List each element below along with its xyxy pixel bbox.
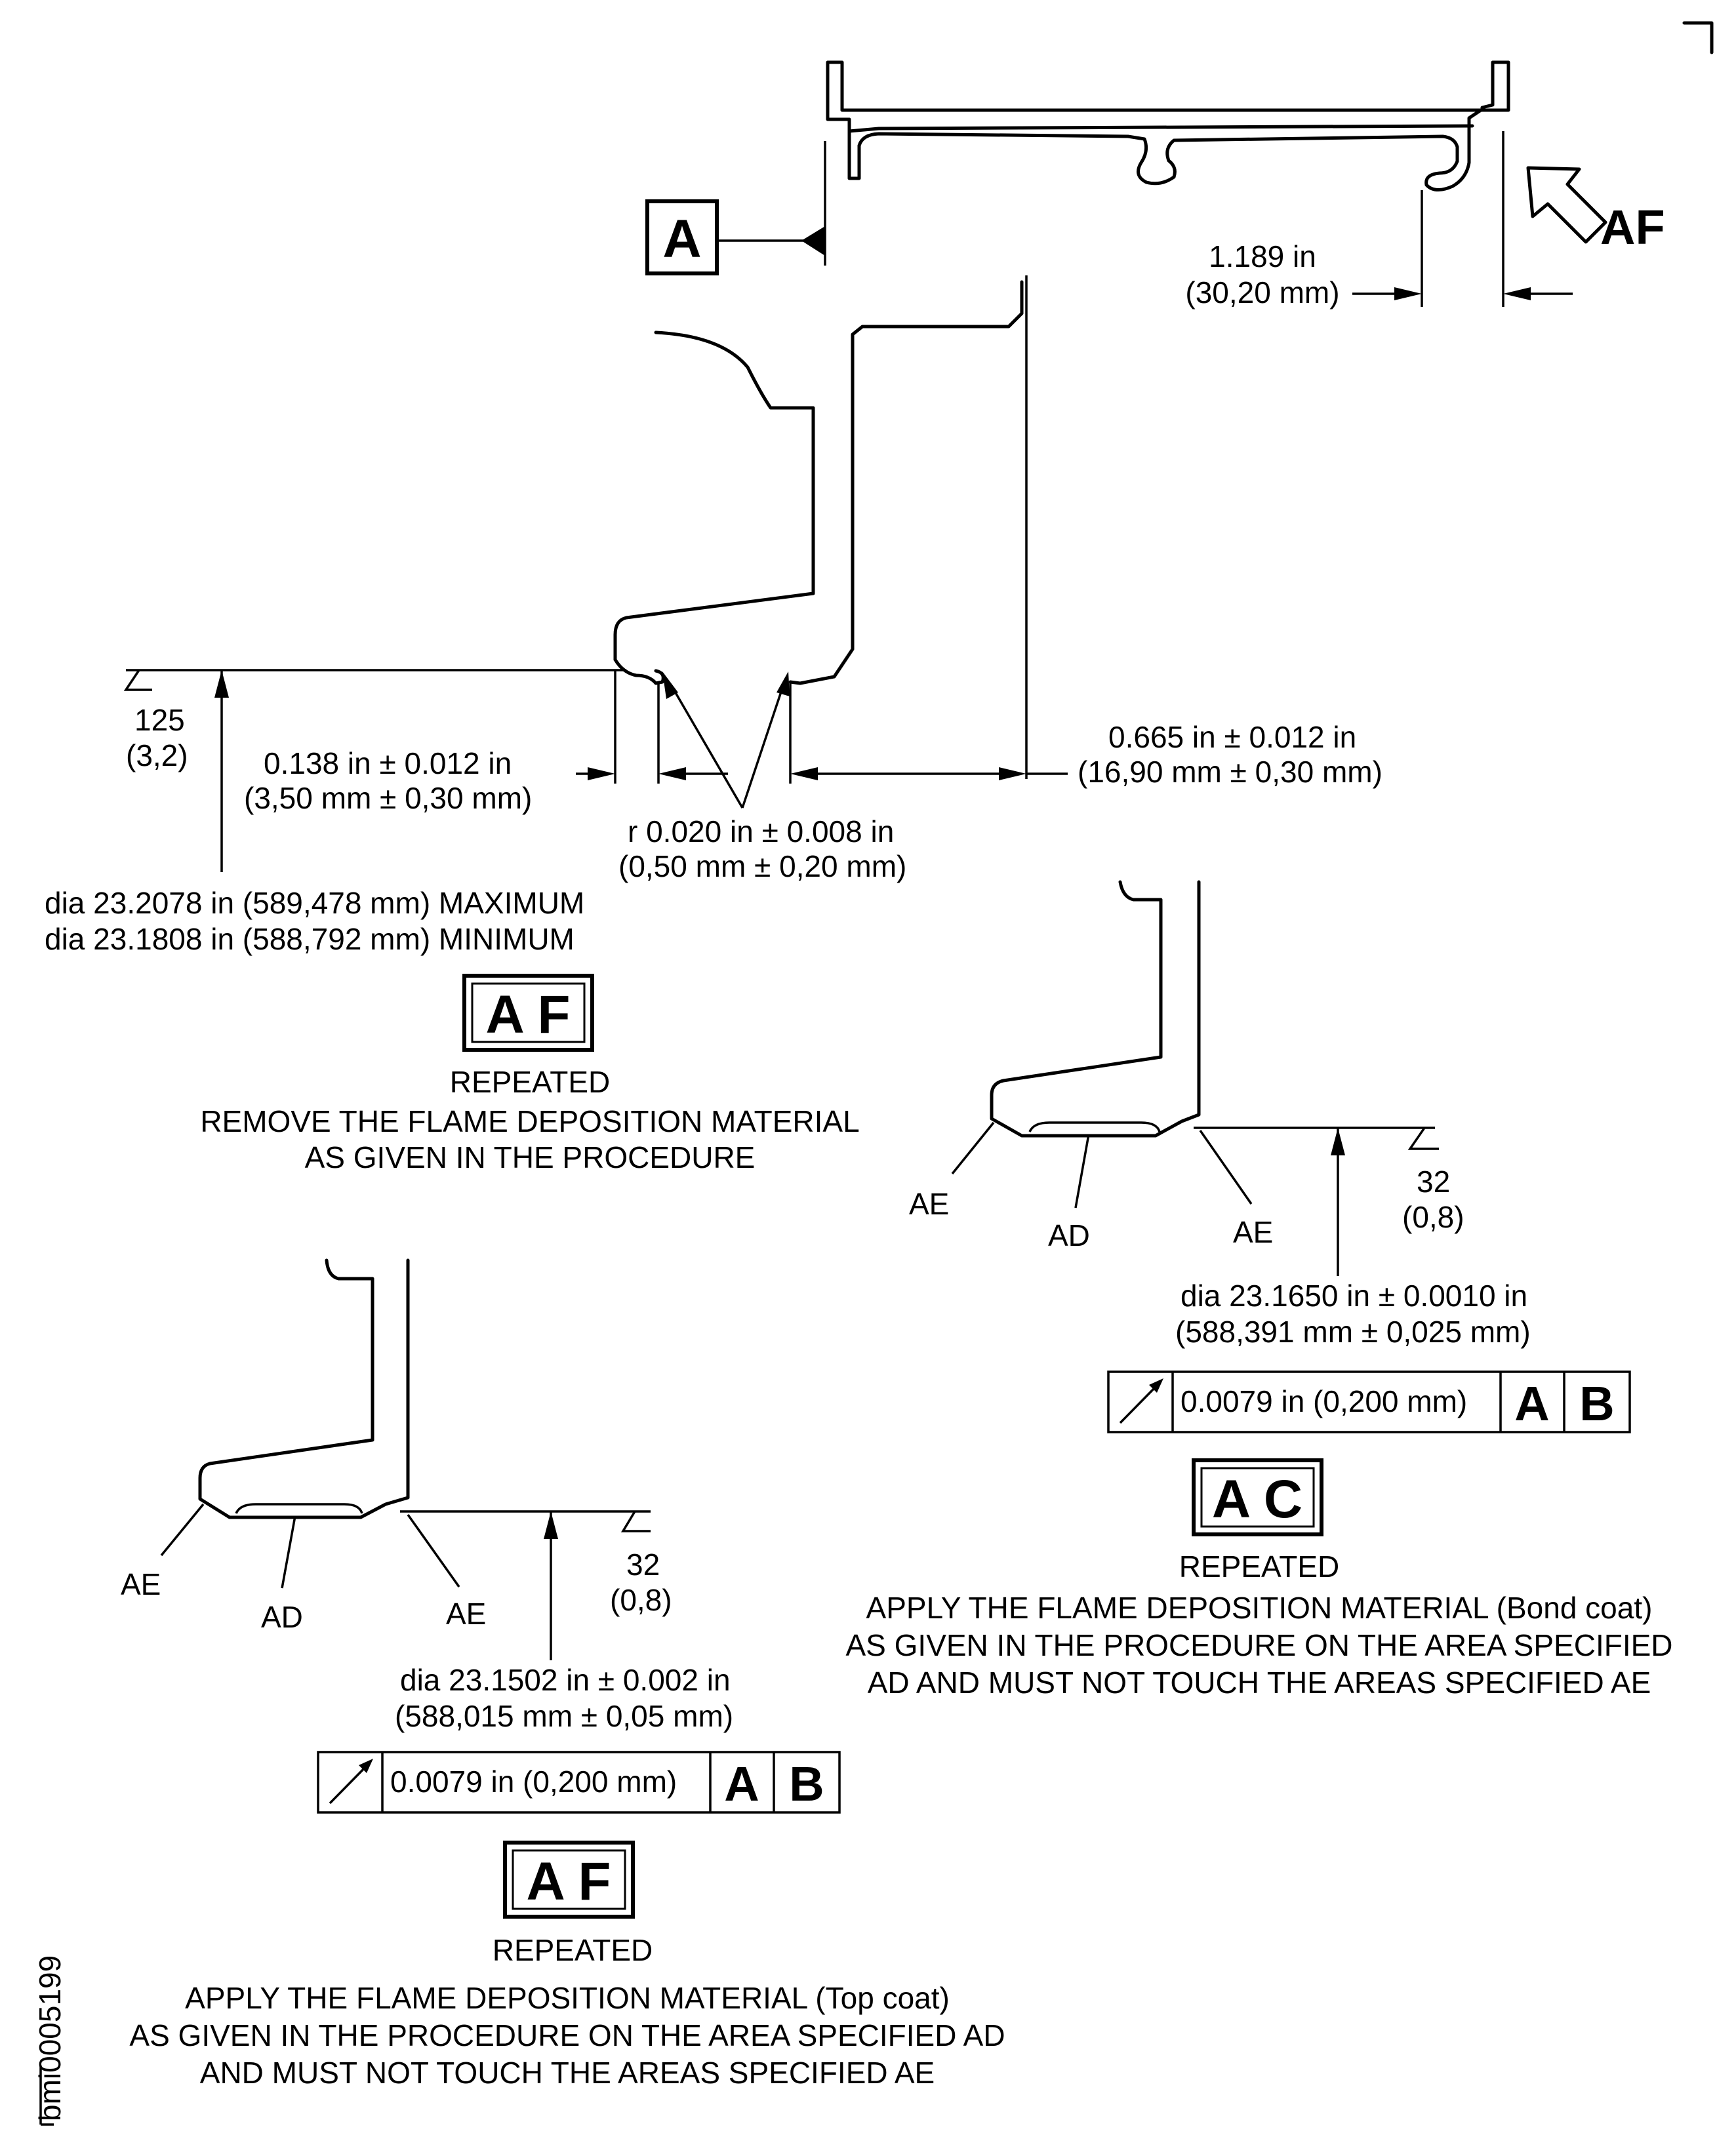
dim-0665-in: 0.665 in ± 0.012 in (1108, 720, 1356, 754)
step3-line3: AND MUST NOT TOUCH THE AREAS SPECIFIED A… (200, 2056, 935, 2090)
dim-0665-mm: (16,90 mm ± 0,30 mm) (1078, 755, 1383, 789)
dim-1189-in: 1.189 in (1209, 239, 1316, 273)
dia-max: dia 23.2078 in (589,478 mm) MAXIMUM (45, 886, 584, 920)
left-datum1: A (724, 1757, 759, 1811)
left-ae-left: AE (121, 1567, 161, 1601)
dim-1189-mm: (30,20 mm) (1185, 275, 1339, 310)
left-ad: AD (261, 1600, 303, 1634)
surface-125-mm: (3,2) (126, 738, 188, 772)
surface-125: 125 (134, 703, 185, 737)
dia-min: dia 23.1808 in (588,792 mm) MINIMUM (45, 922, 575, 956)
left-dia-in: dia 23.1502 in ± 0.002 in (400, 1663, 731, 1697)
step3-line1: APPLY THE FLAME DEPOSITION MATERIAL (Top… (185, 1981, 950, 2015)
step3-line2: AS GIVEN IN THE PROCEDURE ON THE AREA SP… (129, 2018, 1005, 2052)
radius-leaders (662, 671, 790, 809)
section-profile-main (123, 275, 1028, 779)
top-part-profile (826, 60, 1510, 191)
dim-0138 (576, 670, 728, 784)
right-surface: 32 (1417, 1165, 1450, 1199)
left-surface-mm: (0,8) (610, 1583, 672, 1617)
dim-0665 (789, 682, 1068, 784)
step2-line3: AD AND MUST NOT TOUCH THE AREAS SPECIFIE… (868, 1666, 1651, 1700)
step1-repeated: REPEATED (450, 1065, 611, 1099)
right-fcf: 0.0079 in (0,200 mm) A B (1107, 1370, 1631, 1433)
radius-in: r 0.020 in ± 0.008 in (628, 814, 894, 849)
left-dia-mm: (588,015 mm ± 0,05 mm) (395, 1699, 733, 1733)
left-tolerance: 0.0079 in (0,200 mm) (390, 1765, 677, 1799)
right-detail-profile (951, 880, 1439, 1276)
figure-id-bracket (39, 2066, 54, 2126)
dim-1189: 1.189 in (30,20 mm) (1185, 131, 1573, 310)
step2-box-label: A C (1212, 1469, 1302, 1529)
right-datum2: B (1579, 1376, 1614, 1431)
step3-box-label: A F (526, 1852, 611, 1911)
view-arrow-label: AF (1600, 200, 1665, 254)
step2-line1: APPLY THE FLAME DEPOSITION MATERIAL (Bon… (866, 1591, 1653, 1625)
dim-0138-in: 0.138 in ± 0.012 in (264, 746, 512, 780)
view-arrow-af: AF (1526, 166, 1665, 254)
right-dia-mm: (588,391 mm ± 0,025 mm) (1175, 1315, 1531, 1349)
left-ae-right: AE (446, 1597, 486, 1631)
datum-a-marker: A (645, 141, 826, 275)
left-datum2: B (789, 1757, 824, 1811)
step2-repeated: REPEATED (1179, 1549, 1340, 1584)
right-tolerance: 0.0079 in (0,200 mm) (1181, 1384, 1467, 1418)
corner-mark (1682, 21, 1714, 54)
radius-mm: (0,50 mm ± 0,20 mm) (618, 849, 906, 883)
left-fcf: 0.0079 in (0,200 mm) A B (317, 1751, 841, 1814)
right-datum1: A (1514, 1376, 1549, 1431)
right-ad: AD (1048, 1218, 1090, 1252)
step2-box (1192, 1458, 1323, 1536)
left-detail-profile (160, 1258, 651, 1660)
right-surface-mm: (0,8) (1402, 1200, 1464, 1234)
step3-repeated: REPEATED (493, 1933, 653, 1967)
datum-a-box (645, 199, 719, 275)
step3-box (503, 1841, 635, 1919)
figure-id: bmi0005199 (33, 1955, 67, 2121)
left-surface: 32 (626, 1548, 660, 1582)
right-ae-left: AE (909, 1187, 949, 1221)
step2-line2: AS GIVEN IN THE PROCEDURE ON THE AREA SP… (845, 1628, 1672, 1662)
right-ae-right: AE (1233, 1215, 1273, 1249)
step1-line2: AS GIVEN IN THE PROCEDURE (305, 1140, 756, 1174)
step1-box (462, 974, 594, 1052)
step1-box-label: A F (485, 985, 570, 1045)
dim-0138-mm: (3,50 mm ± 0,30 mm) (244, 781, 532, 815)
datum-a-label: A (662, 209, 701, 269)
right-dia-in: dia 23.1650 in ± 0.0010 in (1181, 1279, 1527, 1313)
step1-line1: REMOVE THE FLAME DEPOSITION MATERIAL (200, 1104, 859, 1138)
